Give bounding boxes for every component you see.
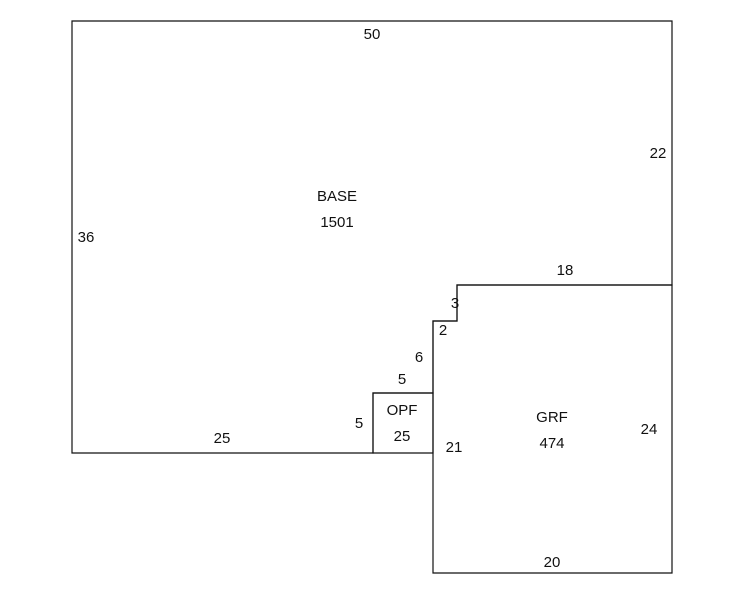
dim-base-right: 22 — [650, 145, 667, 162]
grf-area: 474 — [539, 435, 564, 452]
opf-label: OPF — [387, 402, 418, 419]
grf-outline — [432, 284, 673, 574]
grf-label: GRF — [536, 409, 568, 426]
dim-opf-top: 5 — [398, 371, 406, 388]
dim-grf-left: 21 — [446, 439, 463, 456]
opf-area: 25 — [394, 428, 411, 445]
base-area: 1501 — [320, 214, 353, 231]
base-label: BASE — [317, 188, 357, 205]
dim-base-top: 50 — [364, 26, 381, 43]
dim-step-top: 18 — [557, 262, 574, 279]
dim-step-six: 6 — [415, 349, 423, 366]
base-outline — [71, 20, 673, 454]
dim-step-horizontal: 2 — [439, 322, 447, 339]
dim-opf-left: 5 — [355, 415, 363, 432]
dim-step-vertical: 3 — [451, 295, 459, 312]
dim-grf-right: 24 — [641, 421, 658, 438]
dim-grf-bottom: 20 — [544, 554, 561, 571]
dim-base-left: 36 — [78, 229, 95, 246]
dim-base-bottom: 25 — [214, 430, 231, 447]
